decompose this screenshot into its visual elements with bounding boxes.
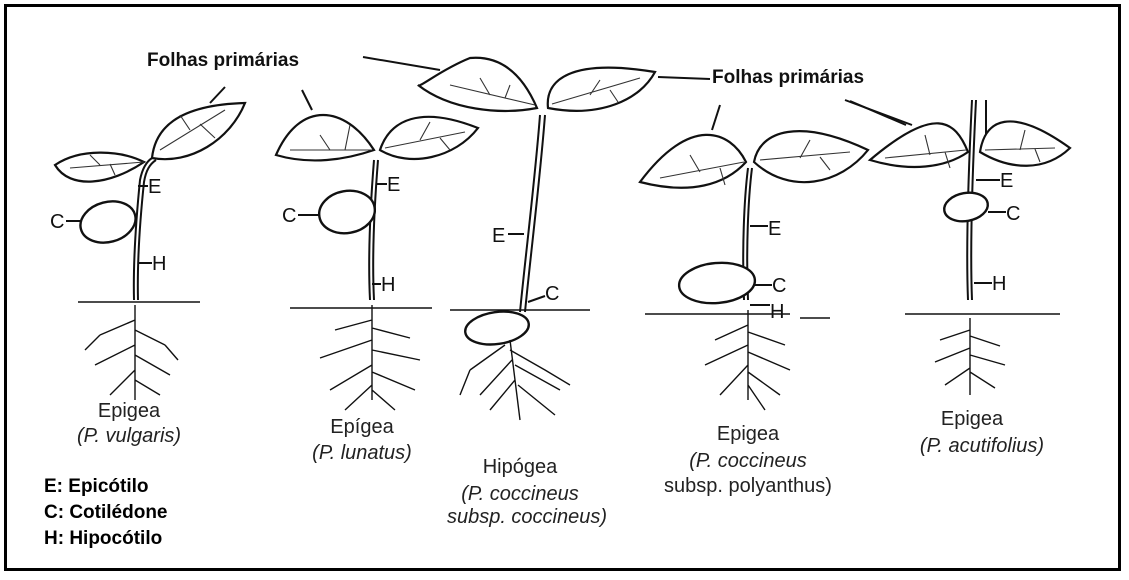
epicotyl-marker: E [1000,170,1013,192]
legend-epicotyl: E: Epicótilo [44,476,149,497]
species-label: (P. coccineus [689,450,806,472]
species-label: (P. acutifolius) [920,435,1044,457]
cotyledon-marker: C [772,275,786,297]
epicotyl-marker: E [492,225,505,247]
species-label: (P. coccineus [461,483,578,505]
primary-leaves-label-left: Folhas primárias [147,50,299,71]
plant-lunatus [276,90,478,410]
epicotyl-marker: E [148,176,161,198]
epicotyl-marker: E [387,174,400,196]
cotyledon-marker: C [1006,203,1020,225]
cotyledon-marker: C [282,205,296,227]
cotyledon-marker: C [545,283,559,305]
leader-line [363,57,440,70]
cotyledon-marker: C [50,211,64,233]
primary-leaves-label-right: Folhas primárias [712,67,864,88]
legend-hypocotyl: H: Hipocótilo [44,528,162,549]
plant-acutifolius [850,100,1070,395]
plant-vulgaris [55,87,245,400]
hypocotyl-marker: H [992,273,1006,295]
hypocotyl-marker: H [381,274,395,296]
species-label: (P. vulgaris) [77,425,181,447]
plant-polyanthus [640,105,868,410]
legend-cotyledon: C: Cotilédone [44,502,168,523]
hypocotyl-marker: H [152,253,166,275]
germination-type-label: Epígea [330,416,394,438]
germination-type-label: Epigea [941,408,1004,430]
germination-type-label: Hipógea [483,456,558,478]
species-label-line2: subsp. polyanthus) [664,475,832,497]
species-label-line2: subsp. coccineus) [447,506,607,528]
germination-type-label: Epigea [98,400,161,422]
epicotyl-marker: E [768,218,781,240]
leader-line [658,77,710,79]
species-label: (P. lunatus) [312,442,412,464]
hypocotyl-marker: H [770,301,784,323]
plant-coccineus [418,58,655,420]
germination-type-label: Epigea [717,423,780,445]
